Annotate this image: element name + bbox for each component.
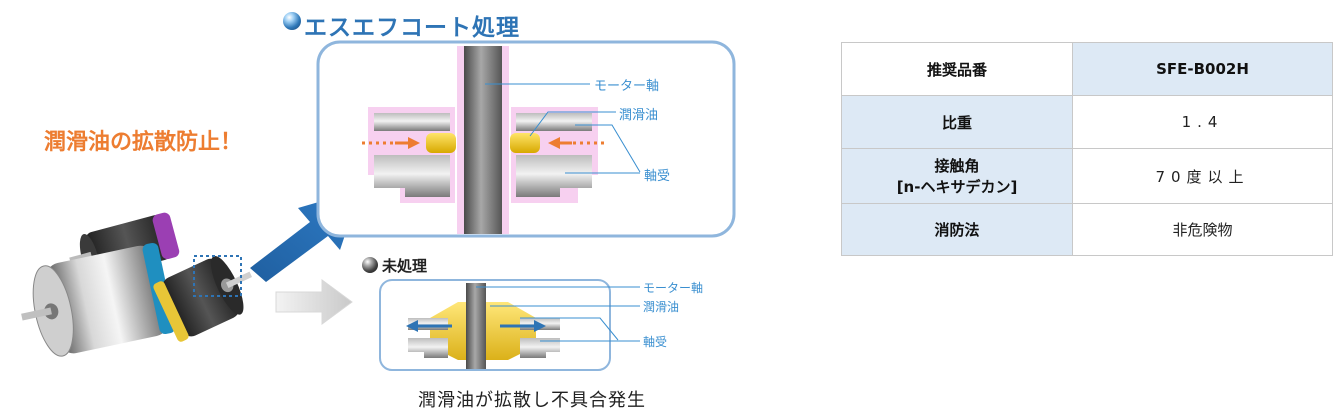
- label-bearing-bottom: 軸受: [643, 335, 668, 349]
- table-row: 消防法 非危険物: [841, 203, 1333, 256]
- table-row: 比重 1.4: [841, 95, 1333, 149]
- treated-panel: [316, 40, 736, 238]
- treated-title: エスエフコート処理: [304, 15, 520, 41]
- headline-text: 潤滑油の拡散防止！: [44, 130, 243, 155]
- table-label-gravity: 比重: [841, 95, 1073, 149]
- table-value-contact-angle: 70度以上: [1072, 148, 1333, 204]
- table-value-gravity: 1.4: [1072, 95, 1333, 149]
- table-label-fire-law: 消防法: [841, 203, 1073, 256]
- label-shaft-top: モーター軸: [594, 79, 660, 94]
- spec-table: 推奨品番 SFE-B002H 比重 1.4 接触角 [n-ヘキサデカン] 70度…: [841, 42, 1333, 256]
- diagram-canvas: [21, 40, 736, 371]
- table-label-contact-angle: 接触角 [n-ヘキサデカン]: [841, 148, 1073, 204]
- label-shaft-bottom: モーター軸: [643, 281, 704, 295]
- label-lubricant-top: 潤滑油: [619, 108, 659, 123]
- untreated-title: 未処理: [382, 257, 428, 275]
- untreated-caption: 潤滑油が拡散し不具合発生: [418, 390, 646, 411]
- globe-icon: [283, 12, 301, 30]
- label-bearing-top: 軸受: [644, 169, 671, 184]
- table-value-fire-law: 非危険物: [1072, 203, 1333, 256]
- table-value-part-number: SFE-B002H: [1072, 42, 1333, 96]
- contact-angle-line2: [n-ヘキサデカン]: [896, 178, 1018, 196]
- table-row: 推奨品番 SFE-B002H: [841, 42, 1333, 96]
- motor-group: [21, 212, 253, 357]
- table-header-part-number: 推奨品番: [841, 42, 1073, 96]
- contact-angle-line1: 接触角: [934, 157, 980, 175]
- untreated-panel: [379, 279, 640, 371]
- table-row: 接触角 [n-ヘキサデカン] 70度以上: [841, 148, 1333, 204]
- label-lubricant-bottom: 潤滑油: [643, 300, 680, 314]
- globe-icon-dark: [362, 257, 378, 273]
- gray-arrow: [275, 279, 353, 325]
